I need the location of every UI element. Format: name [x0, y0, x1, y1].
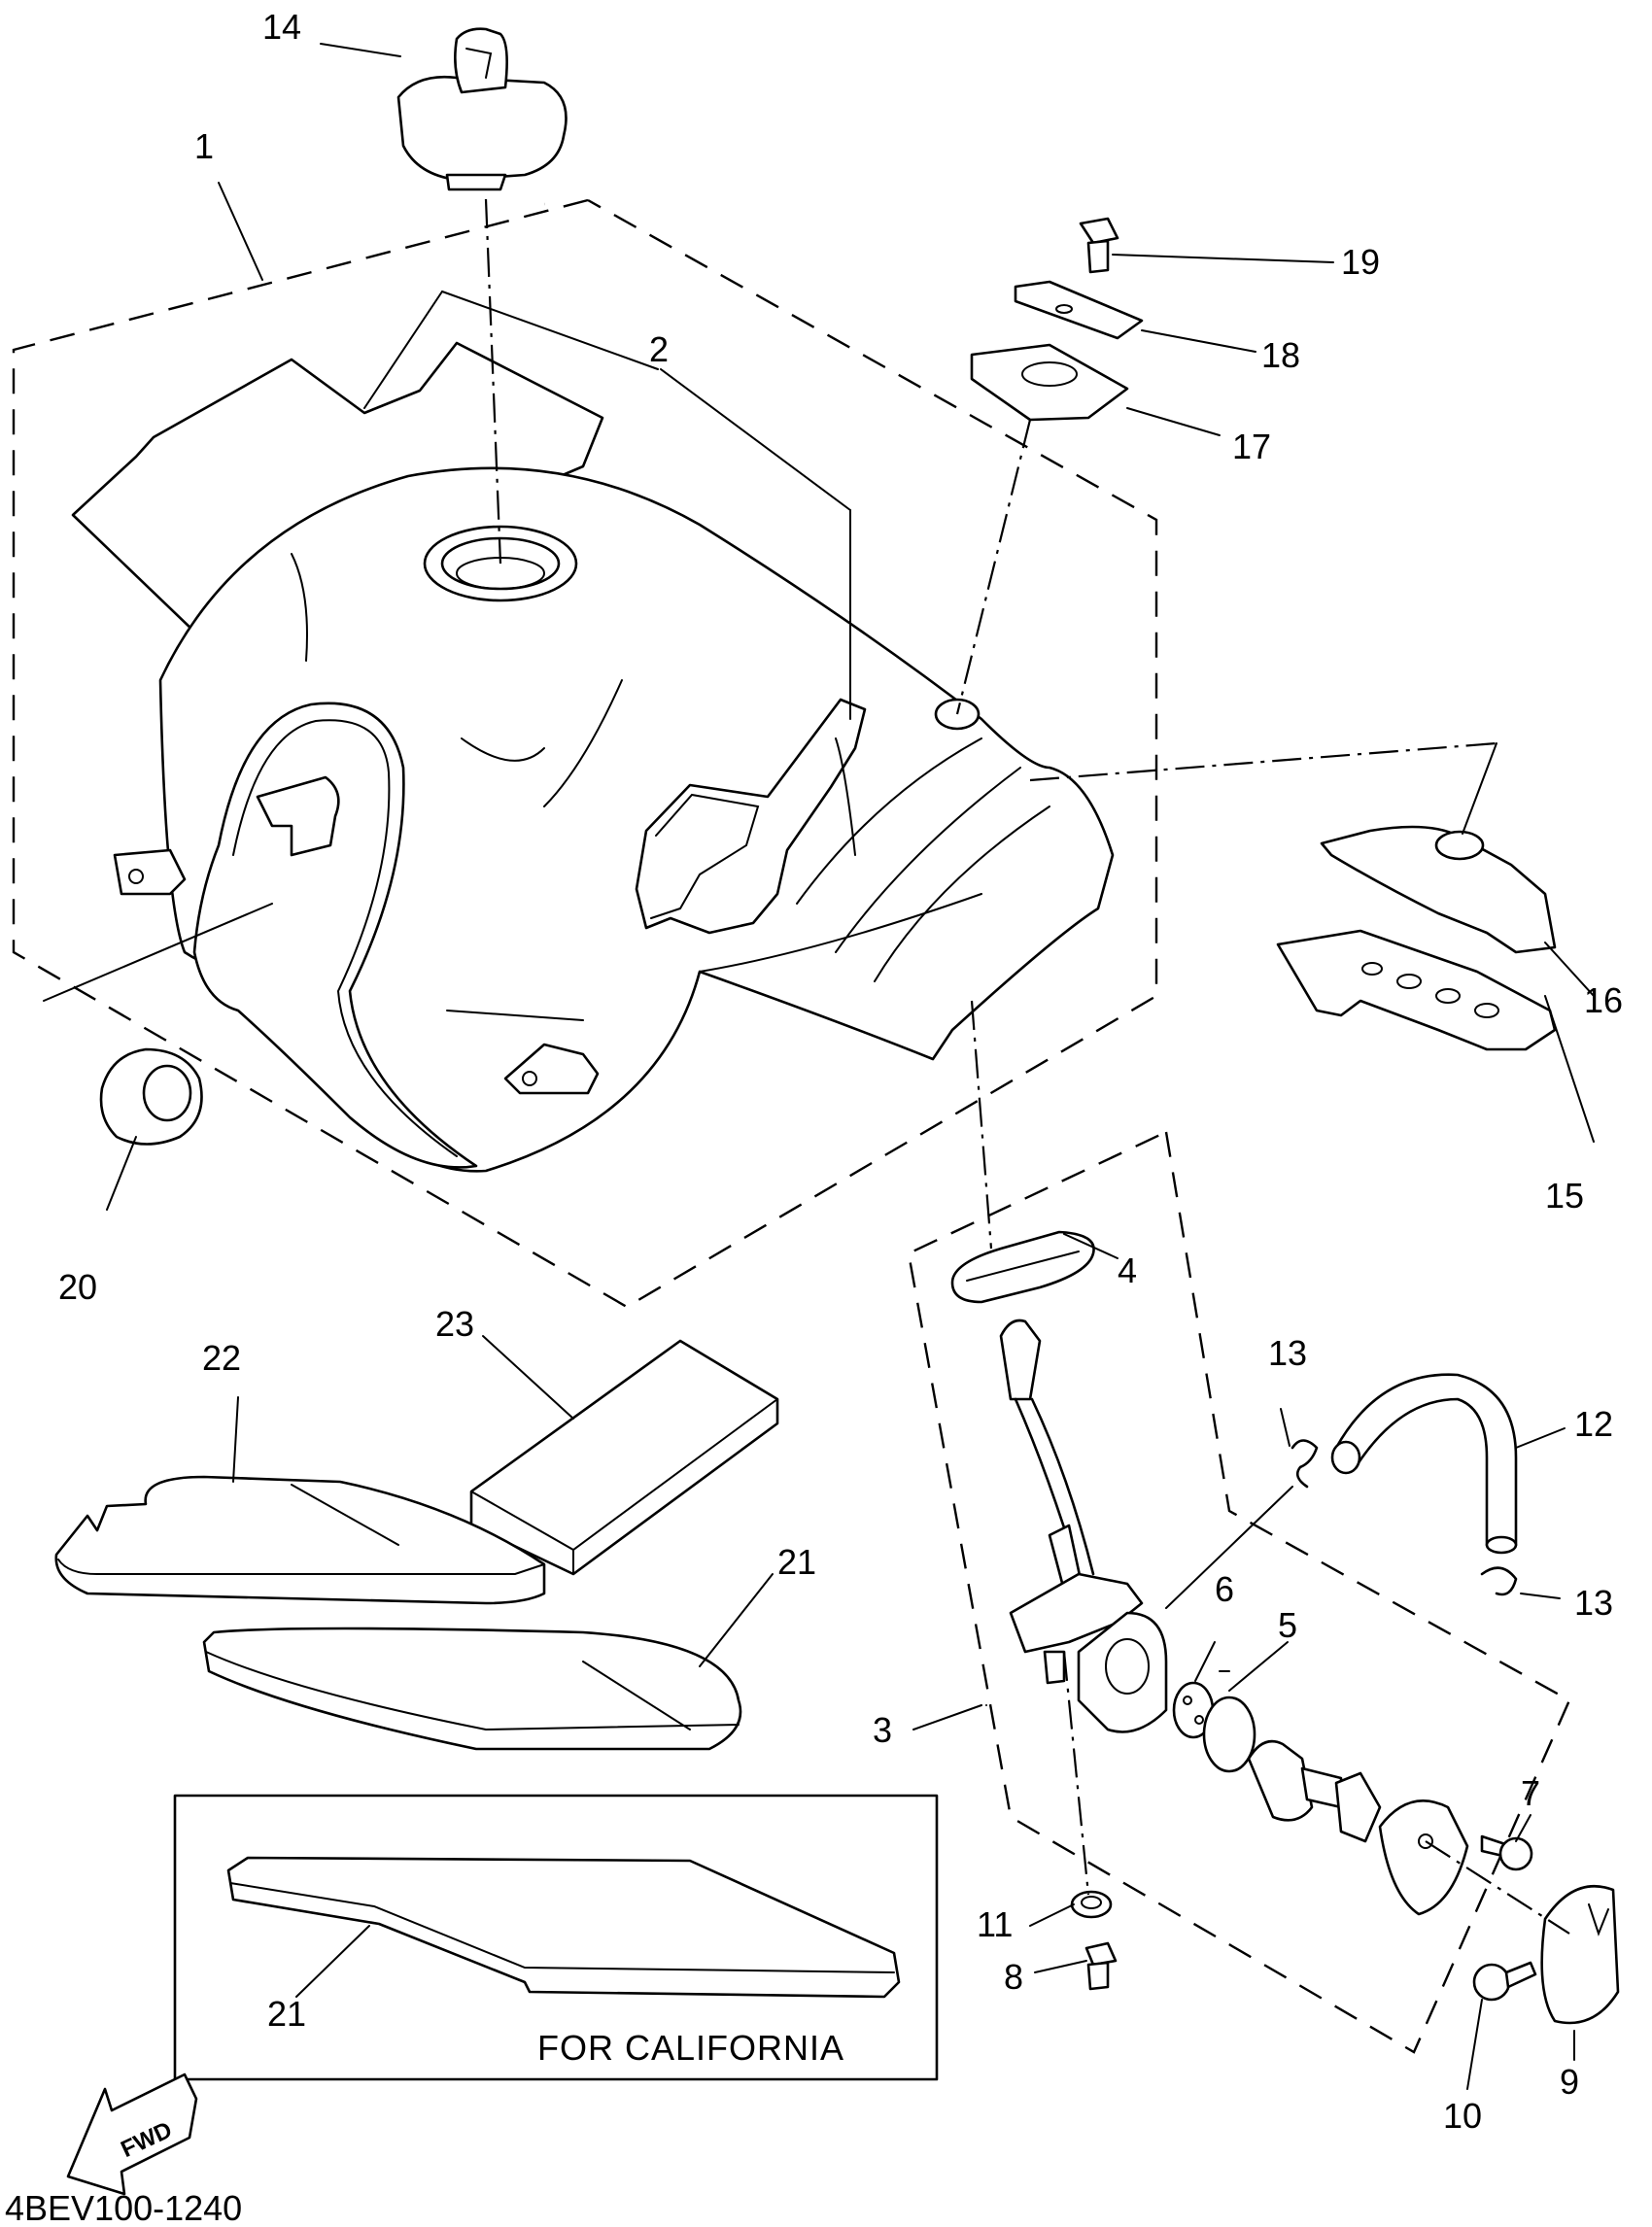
callout-13-lower: 13	[1574, 1583, 1613, 1623]
forward-arrow-icon: FWD	[66, 2073, 198, 2196]
callout-14: 14	[262, 7, 301, 47]
plate-18	[1014, 280, 1144, 340]
o-ring-5	[1202, 1696, 1256, 1773]
leader-lines	[106, 43, 1595, 2090]
callout-20: 20	[58, 1267, 97, 1307]
callout-9: 9	[1560, 2062, 1579, 2102]
damper-17	[970, 343, 1129, 422]
callout-8: 8	[1004, 1957, 1023, 1997]
callout-21-upper: 21	[777, 1542, 816, 1582]
callout-11: 11	[977, 1904, 1013, 1944]
lever-plate	[1378, 1799, 1469, 1916]
callout-labels: 1 2 3 4 5 6 7 8 9 10 11 12 13 13 14 15 1…	[58, 7, 1623, 2136]
callout-21-lower: 21	[267, 1994, 306, 2034]
california-box	[173, 1794, 939, 2081]
clip-13-lower	[1480, 1566, 1518, 1596]
bracket-15	[1276, 929, 1557, 1051]
callout-5: 5	[1278, 1605, 1297, 1645]
callout-15: 15	[1545, 1176, 1584, 1216]
callout-10: 10	[1443, 2096, 1482, 2136]
callout-7: 7	[1521, 1773, 1540, 1813]
callout-19: 19	[1341, 242, 1380, 282]
valve	[1247, 1739, 1382, 1843]
diagram-code: 4BEV100-1240	[5, 2188, 242, 2227]
fuel-cock-assembly-boundary	[907, 1130, 1571, 2054]
bolt-19	[1079, 217, 1119, 274]
callout-16: 16	[1584, 980, 1623, 1020]
fuel-cock	[999, 1319, 1168, 1733]
callout-2: 2	[649, 329, 669, 369]
screw-10	[1472, 1961, 1537, 2002]
callout-17: 17	[1232, 427, 1271, 466]
callout-18: 18	[1261, 335, 1300, 375]
pad-21-upper	[202, 1627, 742, 1751]
fuel-cap	[396, 27, 568, 191]
grommet-20	[99, 1047, 203, 1146]
callout-6: 6	[1215, 1569, 1234, 1609]
lever-9	[1540, 1885, 1620, 2025]
callout-1: 1	[194, 126, 214, 166]
callout-4: 4	[1118, 1251, 1137, 1290]
bracket-16	[1320, 825, 1557, 954]
california-note: FOR CALIFORNIA	[537, 2028, 844, 2068]
bolt-8	[1084, 1941, 1118, 1991]
fuel-tank-assembly-boundary	[12, 198, 1158, 1309]
callout-22: 22	[202, 1338, 241, 1378]
callout-3: 3	[873, 1710, 892, 1750]
callout-13-upper: 13	[1268, 1333, 1307, 1373]
clip-13-upper	[1291, 1439, 1319, 1489]
callout-12: 12	[1574, 1404, 1613, 1444]
callout-23: 23	[435, 1304, 474, 1344]
fuel-tank	[71, 341, 1115, 1173]
pad-22	[54, 1475, 546, 1605]
alignment-lines	[43, 198, 1570, 1935]
gasket-4	[950, 1230, 1095, 1304]
screw-7	[1480, 1834, 1533, 1871]
pad-23	[469, 1339, 779, 1576]
fuel-hose-12	[1330, 1373, 1518, 1555]
washer-11	[1070, 1890, 1113, 1919]
